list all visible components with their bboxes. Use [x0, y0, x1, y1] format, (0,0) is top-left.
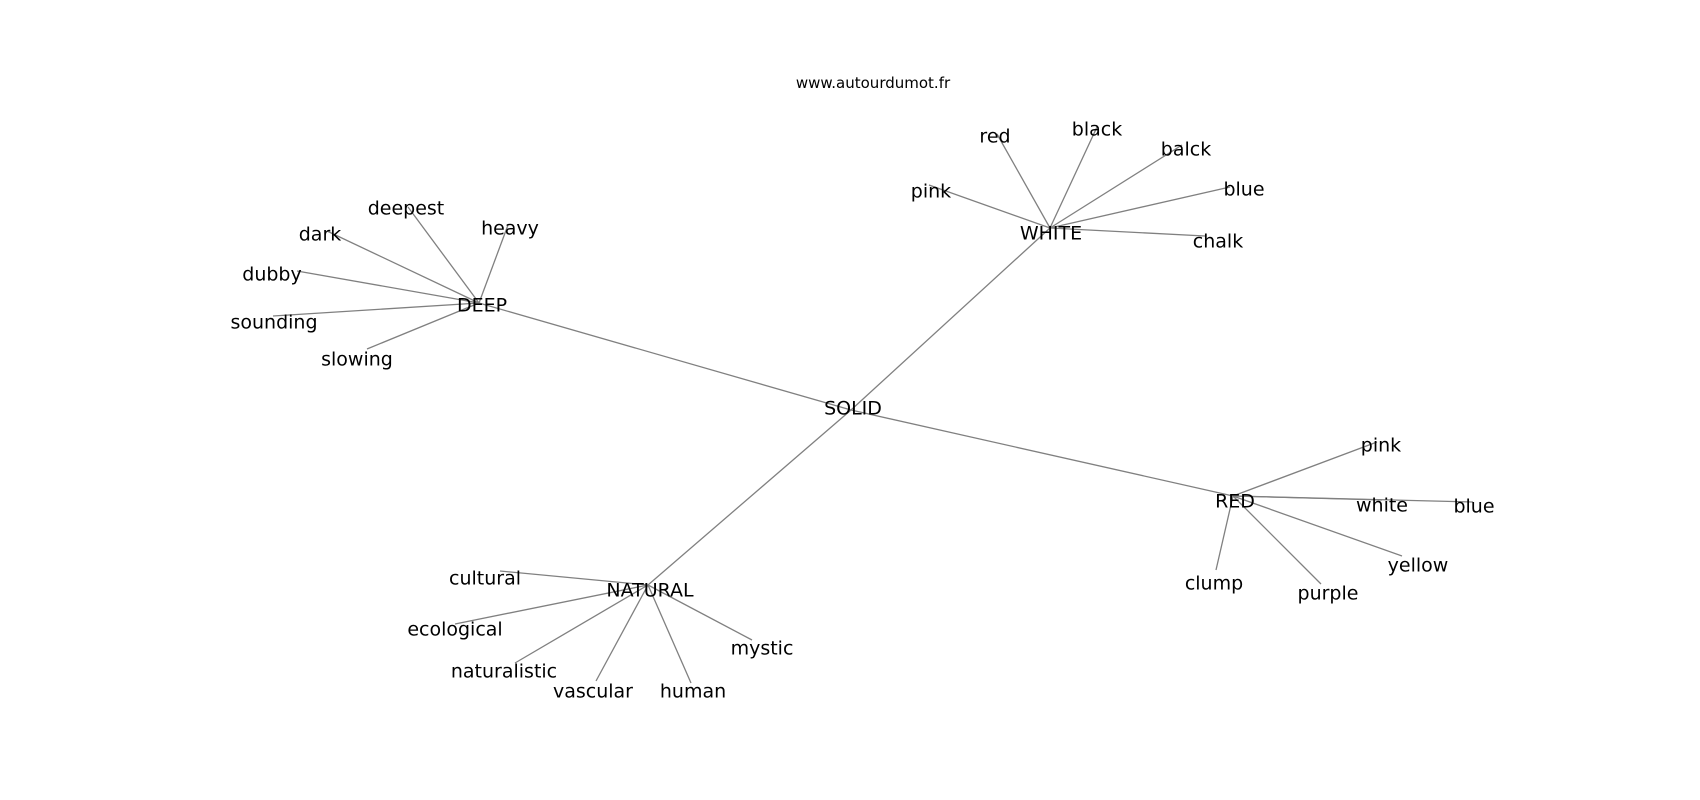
- edge-red-to-pink: [1232, 441, 1378, 497]
- leaf-node-red-purple: purple: [1298, 583, 1359, 605]
- leaf-node-deep-sounding: sounding: [230, 312, 317, 334]
- edge-white-to-chalk: [1049, 227, 1206, 237]
- leaf-node-deep-deepest: deepest: [368, 198, 445, 220]
- hub-node-white: WHITE: [1020, 223, 1082, 245]
- edge-white-to-balck: [1049, 144, 1183, 229]
- leaf-node-deep-heavy: heavy: [481, 218, 539, 240]
- hub-node-red: RED: [1215, 491, 1255, 513]
- edge-deep-to-deepest: [407, 206, 480, 304]
- edge-red-to-yellow: [1232, 495, 1403, 557]
- leaf-node-white-blue: blue: [1223, 179, 1264, 201]
- edge-red-to-purple: [1232, 495, 1322, 585]
- edge-layer: [272, 126, 1474, 684]
- leaf-node-natural-vascular: vascular: [553, 681, 633, 703]
- leaf-node-red-white: white: [1356, 495, 1408, 517]
- leaf-node-red-pink: pink: [1361, 435, 1401, 457]
- edge-white-to-blue: [1049, 186, 1231, 229]
- edge-red-to-clump: [1215, 495, 1234, 571]
- edge-natural-to-human: [647, 584, 692, 684]
- leaf-node-white-chalk: chalk: [1193, 231, 1243, 253]
- leaf-node-red-blue: blue: [1453, 496, 1494, 518]
- hub-node-natural: NATURAL: [606, 580, 694, 602]
- leaf-node-natural-mystic: mystic: [731, 638, 794, 660]
- center-node-label: SOLID: [824, 398, 882, 420]
- leaf-node-white-balck: balck: [1161, 139, 1211, 161]
- leaf-node-deep-slowing: slowing: [321, 349, 393, 371]
- watermark-text: www.autourdumot.fr: [796, 74, 951, 92]
- edge-natural-to-ecological: [454, 584, 649, 625]
- edge-natural-to-mystic: [647, 584, 753, 641]
- edge-deep-to-sounding: [272, 302, 480, 317]
- edge-deep-to-dubby: [296, 270, 480, 304]
- edge-red-to-blue: [1232, 495, 1474, 503]
- leaf-node-deep-dark: dark: [299, 224, 342, 246]
- leaf-node-natural-cultural: cultural: [449, 568, 521, 590]
- leaf-node-red-yellow: yellow: [1388, 555, 1449, 577]
- label-layer: SOLID DEEP deepest heavy dark dubby soundingsl…: [230, 119, 1494, 703]
- edge-natural-to-vascular: [595, 584, 649, 682]
- leaf-node-deep-dubby: dubby: [242, 264, 301, 286]
- leaf-node-white-black: black: [1072, 119, 1122, 141]
- edge-solid-to-white: [850, 227, 1051, 411]
- edge-solid-to-red: [850, 409, 1234, 497]
- edge-solid-to-deep: [478, 302, 852, 411]
- hub-node-deep: DEEP: [457, 295, 507, 317]
- edge-white-to-pink: [928, 184, 1051, 229]
- edge-deep-to-dark: [326, 230, 480, 304]
- leaf-node-red-clump: clump: [1185, 573, 1243, 595]
- edge-deep-to-slowing: [366, 302, 480, 350]
- leaf-node-natural-naturalistic: naturalistic: [451, 661, 557, 683]
- edge-natural-to-cultural: [499, 570, 649, 586]
- edge-solid-to-natural: [647, 409, 852, 586]
- edge-natural-to-naturalistic: [514, 584, 649, 664]
- edge-deep-to-heavy: [478, 224, 509, 304]
- leaf-node-natural-human: human: [660, 681, 726, 703]
- leaf-node-natural-ecological: ecological: [407, 619, 502, 641]
- edge-white-to-black: [1049, 126, 1098, 229]
- leaf-node-white-red: red: [979, 126, 1010, 148]
- edge-white-to-red: [996, 133, 1051, 229]
- leaf-node-white-pink: pink: [911, 181, 951, 203]
